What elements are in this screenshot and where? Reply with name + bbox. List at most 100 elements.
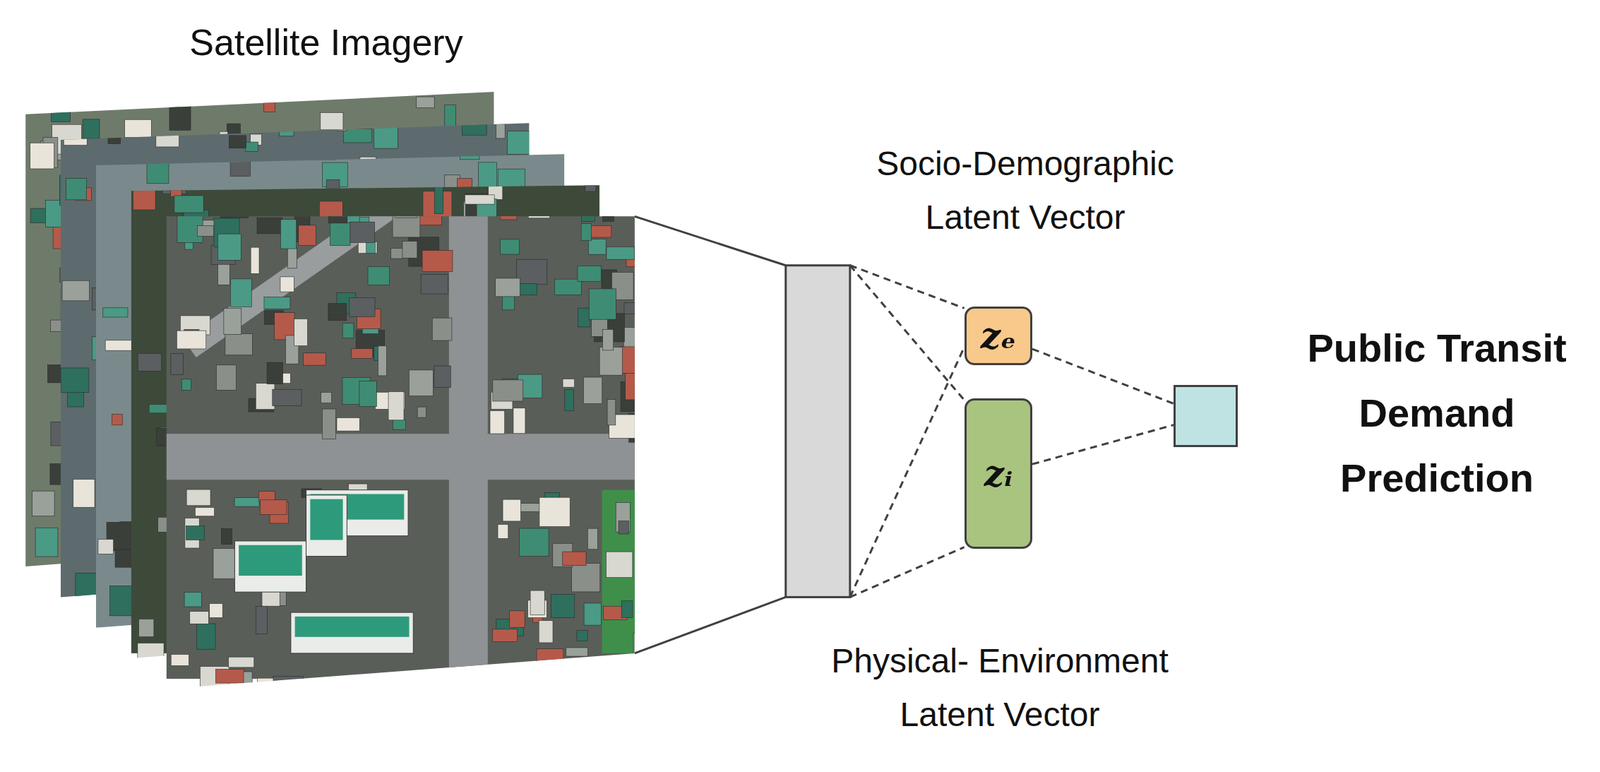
building [577,307,591,327]
output-box: Public Transit Demand Prediction [1173,384,1238,447]
building [388,391,404,420]
building [209,603,224,618]
building [367,266,390,285]
building [444,105,457,129]
building [234,497,260,507]
building [279,112,294,137]
building [618,520,630,534]
vector-symbol: zₑ [964,306,1033,366]
building [408,369,433,397]
building [564,389,575,411]
building [257,217,283,234]
building [520,677,549,692]
building [170,653,189,666]
building [581,223,591,241]
building [562,379,575,388]
apartment-block [234,540,306,592]
building [215,668,245,683]
building [357,201,375,211]
satellite-stack [25,86,659,700]
building [176,330,206,349]
building [459,140,480,159]
building [230,278,253,307]
building [519,528,550,556]
building [329,222,351,246]
building [228,656,255,668]
building [550,594,575,618]
building [75,572,98,596]
building [254,88,284,99]
building [321,408,336,439]
building [132,180,156,210]
projection-line [634,596,786,653]
building [606,246,635,260]
encoder [634,216,965,654]
building [313,142,336,160]
dense-connection [850,265,965,401]
building [98,539,114,555]
building [530,189,542,216]
dense-connection [1032,425,1174,465]
building [562,551,587,566]
building [464,194,495,205]
building [174,195,204,213]
building [169,100,191,131]
building [112,414,123,426]
building [266,362,284,385]
building [298,225,317,246]
sports-field [602,490,644,654]
latent-vector-box: Socio-Demographic Latent Vectorzₑ [964,306,1033,366]
building [223,308,242,335]
building [349,297,375,318]
building [507,131,534,155]
building [221,528,233,544]
building [492,629,517,642]
building [63,132,87,146]
building [303,353,327,366]
building [320,112,344,130]
building [103,307,128,318]
building [65,177,87,200]
building [357,241,378,253]
building [492,379,524,402]
building [230,156,250,177]
building [137,642,164,665]
building [250,247,260,274]
building [62,280,90,301]
building [581,195,595,222]
building [566,647,589,656]
building [259,499,287,515]
building [588,238,606,255]
building [377,345,387,376]
building [105,340,135,351]
building [280,276,294,292]
building [434,365,451,388]
building [287,247,297,269]
apartment-roof [238,545,303,576]
building [392,419,406,430]
building [359,194,379,215]
building [189,611,210,625]
building [32,490,55,517]
building [603,211,615,222]
building [152,115,168,133]
building [108,123,121,144]
building [124,119,152,137]
building [621,600,633,618]
building [390,248,403,260]
building [30,142,55,169]
building [416,96,435,109]
building [50,319,62,332]
building [245,141,258,152]
road [183,175,431,358]
building [577,265,601,282]
building [420,273,448,294]
building [495,278,521,297]
building [243,671,253,685]
building [536,648,564,661]
image-title: Satellite Imagery [128,12,524,73]
dense-connection [850,346,965,597]
building [96,117,108,135]
